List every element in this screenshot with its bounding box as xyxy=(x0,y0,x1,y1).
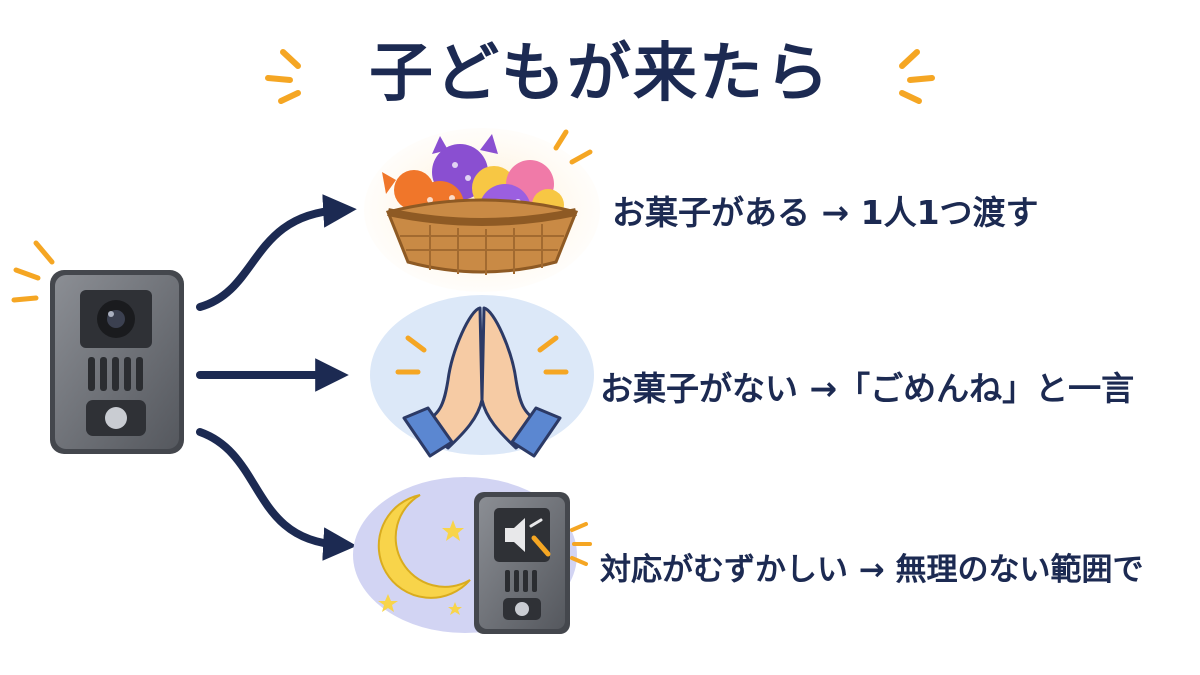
row-text-no-candy: お菓子がない →「ごめんね」と一言 xyxy=(600,369,1135,408)
arrow-to-has-candy xyxy=(196,194,357,311)
intercom-icon xyxy=(11,240,184,454)
candy-basket-icon xyxy=(364,128,600,292)
page-title: 子どもが来たら xyxy=(369,37,831,111)
star-icon xyxy=(378,520,464,615)
intercom-ring-sparkle-icon xyxy=(11,240,55,303)
row-text-difficult: 対応がむずかしい → 無理のない範囲で xyxy=(600,552,1144,588)
title-sparkle-right-icon xyxy=(899,49,935,104)
speaker-muted-icon xyxy=(505,518,525,552)
title-sparkle-left-icon xyxy=(265,49,301,104)
moon-icon xyxy=(377,494,471,599)
arrow-to-difficult xyxy=(196,428,357,561)
night-muted-intercom-icon xyxy=(353,477,592,634)
praying-hands-icon xyxy=(370,295,594,458)
row-text-has-candy: お菓子がある → 1人1つ渡す xyxy=(612,193,1039,232)
